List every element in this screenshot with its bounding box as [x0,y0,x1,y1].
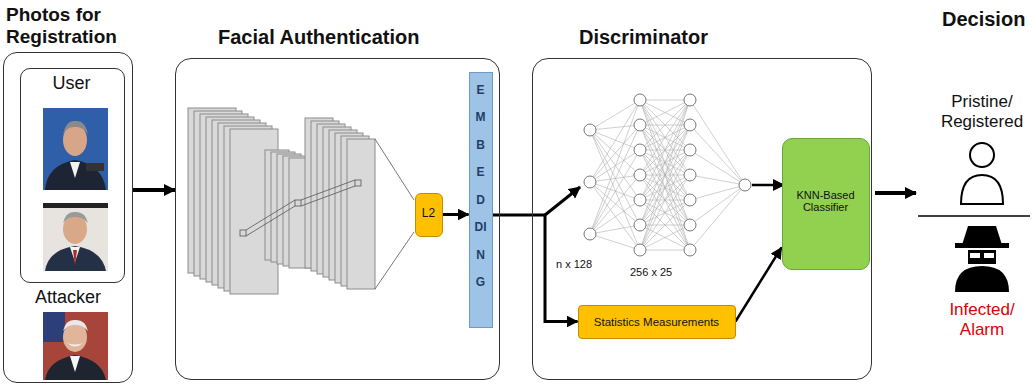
drawing-circle [634,94,646,106]
drawing-line [375,139,414,200]
drawing-circle [684,119,696,131]
node-text: EMBEDDING [475,77,487,297]
conv-layers [188,108,375,294]
photo-group: Photos for RegistrationAttackerUser [3,52,133,383]
drawing-rect [295,200,301,206]
drawing-path [590,100,745,250]
drawing-rect [43,108,108,190]
drawing-rect [43,203,108,271]
node-text: KNN-Based Classifier [783,189,869,214]
drawing-path [45,160,106,190]
drawing-circle [584,124,596,136]
drawing-circle [684,244,696,256]
drawing-rect [43,203,108,208]
drawing-rect [355,180,361,186]
drawing-line [375,232,414,289]
drawing-rect [240,230,246,236]
drawing-circle [684,194,696,206]
drawing-path [73,250,77,266]
node-text: Photos for Registration [6,4,136,48]
column-heading: Decision [942,8,1025,31]
drawing-circle [584,228,596,240]
drawing-rect [968,250,996,264]
drawing-path [63,212,88,223]
drawing-path [63,320,88,331]
layer-size: 256 x 25 [630,266,672,279]
attacker-photo [43,312,108,380]
user-icon [961,143,1003,204]
decision-outcome: Infected/ Alarm [929,300,1035,339]
conv-detail [240,139,414,289]
drawing-circle [634,219,646,231]
user-photo [43,108,108,190]
branch-arrow [545,187,580,215]
statistics-box: Statistics Measurements [578,305,736,339]
drawing-circle [634,244,646,256]
drawing-rect [43,312,108,380]
drawing-path [63,121,88,134]
drawing-path [45,355,106,380]
divider-line [918,215,1030,217]
drawing-path [70,162,80,178]
authentication-box: Facial AuthenticationL2EMBEDDING [175,58,500,380]
drawing-path [45,246,106,271]
node-text: L2 [416,207,442,221]
knn-classifier-box: KNN-Based Classifier [782,138,870,270]
drawing-path [67,343,83,347]
drawing-circle [739,179,751,191]
node-text: Facial Authentication [218,26,478,49]
neural-net-links [590,100,745,250]
drawing-circle [634,119,646,131]
drawing-circle [634,144,646,156]
drawing-line [246,200,295,230]
drawing-circle [634,194,646,206]
drawing-line [246,206,295,236]
l2-norm-box: L2 [415,193,443,237]
decision-arrow [875,191,916,195]
user-photo [43,203,108,271]
drawing-rect [955,243,1009,248]
flow-arrow [736,248,782,322]
drawing-path [962,226,1002,245]
drawing-circle [634,169,646,181]
user-photo-group: User [20,68,125,283]
attacker-icon [955,226,1009,292]
flow-arrow [443,213,469,216]
drawing-circle [684,219,696,231]
drawing-path [961,175,1003,204]
flow-arrow [133,188,175,192]
drawing-rect [984,253,994,258]
drawing-circle [584,176,596,188]
drawing-rect [86,163,104,171]
node-text: Discriminator [579,26,779,49]
neural-net-units [584,94,751,256]
drawing-rect [970,253,980,258]
drawing-circle [970,143,994,167]
drawing-rect [43,312,65,342]
node-text: User [21,73,123,94]
drawing-circle [684,169,696,181]
node-text: Statistics Measurements [579,316,735,329]
decision-outcome: Pristine/ Registered [929,92,1035,131]
drawing-circle [684,94,696,106]
drawing-circle [684,144,696,156]
node-text: Attacker [4,287,132,308]
net-to-classifier-arrow [752,184,784,187]
drawing-path [955,266,1009,292]
drawing-rect [347,139,375,289]
discriminator-box: DiscriminatorStatistics MeasurementsKNN-… [532,58,872,380]
layer-size: n x 128 [556,258,592,271]
drawing-path [70,356,80,372]
embedding-bar: EMBEDDING [469,72,493,328]
drawing-line [301,186,355,206]
drawing-line [301,180,355,200]
